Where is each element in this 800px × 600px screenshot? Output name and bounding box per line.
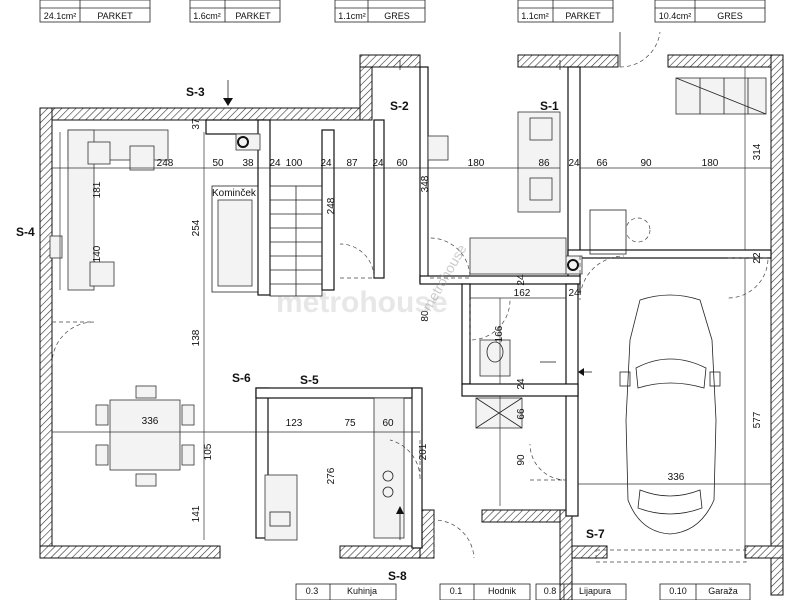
dim-label: 276 [326,467,337,484]
car-icon [619,294,721,535]
room-area: 24.1cm² [44,11,77,21]
room-table-0-4: 24.1cm² PARKET [39,0,151,23]
dim-label: 123 [286,418,303,429]
room-area: 1.1cm² [521,11,549,21]
room-floor: GRES [717,11,743,21]
dim-label: 201 [418,443,429,460]
dim-label: 86 [538,158,550,169]
dim-label: 22 [752,252,763,264]
section-s2: S-2 [390,99,409,113]
room-name: Kuhinja [347,586,377,596]
dim-label: 100 [286,158,303,169]
dim-label: 60 [396,158,408,169]
dim-label: 248 [326,197,337,214]
section-s6: S-6 [232,371,251,385]
section-markers: S-3 S-2 S-1 S-4 S-6 S-5 S-7 S-8 [16,60,605,583]
dim-label: 90 [640,158,652,169]
room-area: 1.1cm² [338,11,366,21]
dim-label: 24 [516,274,527,286]
dim-label: 87 [346,158,358,169]
dim-label: 90 [516,454,527,466]
room-table-0-9: 10.4cm² GRES [654,0,766,23]
dim-label: 314 [752,143,763,160]
room-floor: PARKET [97,11,133,21]
dim-label: 24 [516,378,527,390]
bathroom-fixtures [475,339,523,429]
top-room-tables: 24.1cm² PARKET 1.6cm² PARKET 1.1cm² GRES… [39,0,766,23]
dim-label: 336 [142,416,159,427]
room-code: 0.8 [544,586,557,596]
dim-label: 138 [191,329,202,346]
room-code: 0.1 [450,586,463,596]
staircase [269,185,323,297]
dimension-labels-horizontal: 248 50 38 24 100 24 87 24 60 180 86 24 6… [142,158,719,483]
dimension-labels-vertical: 37 181 140 254 138 105 141 248 348 80 16… [92,118,763,522]
dim-label: 60 [382,418,394,429]
dim-label: 180 [468,158,485,169]
kitchen-units [264,397,405,541]
room-area: 1.6cm² [193,11,221,21]
section-s4: S-4 [16,225,35,239]
room-code: 0.10 [669,586,687,596]
utility-furniture [589,77,767,255]
dim-label: 348 [420,175,431,192]
dim-label: 180 [702,158,719,169]
dimension-lines [52,67,771,546]
dim-label: 577 [752,411,763,428]
room-table-0-3: 0.3 Kuhinja [295,583,397,600]
room-table-0-8: 0.8 Lijapura [535,583,627,600]
dim-label: 24 [372,158,384,169]
dim-label: 24 [320,158,332,169]
dim-label: 181 [92,181,103,198]
room-area: 10.4cm² [659,11,692,21]
section-s1: S-1 [540,99,559,113]
dim-label: 38 [242,158,254,169]
dim-label: 105 [203,443,214,460]
door-swings [51,31,769,563]
dining-table [95,385,195,487]
dim-label: 24 [568,158,580,169]
dim-label: 24 [568,288,580,299]
room-table-0-2: 1.6cm² PARKET [189,0,281,23]
room-floor: PARKET [565,11,601,21]
room-floor: PARKET [235,11,271,21]
room-table-0-1: 0.1 Hodnik [439,583,531,600]
room-table-0-6: 1.1cm² GRES [334,0,426,23]
dim-label: 336 [668,472,685,483]
section-s8: S-8 [388,569,407,583]
watermark-text: metrohouse [276,286,448,319]
chimneys [235,133,583,275]
exterior-walls [39,54,784,600]
dim-label: 66 [516,408,527,420]
section-s3: S-3 [186,85,205,99]
dim-label: 66 [596,158,608,169]
bottom-room-tables: 0.3 Kuhinja 0.1 Hodnik 0.8 Lijapura 0.10… [295,583,751,600]
room-s1-furniture [427,111,567,275]
room-floor: GRES [384,11,410,21]
room-label-kominek: Kominček [212,188,257,199]
room-name: Lijapura [579,586,611,596]
dim-label: 162 [514,288,531,299]
dim-label: 24 [269,158,281,169]
fireplace: Kominček [211,185,259,293]
room-code: 0.3 [306,586,319,596]
dim-label: 80 [420,310,431,322]
dim-label: 248 [157,158,174,169]
living-sofa [49,129,169,291]
dim-label: 141 [191,505,202,522]
room-name: Hodnik [488,586,517,596]
room-table-0-7: 1.1cm² PARKET [517,0,614,23]
dim-label: 75 [344,418,356,429]
dim-label: 37 [191,118,202,130]
dim-label: 140 [92,245,103,262]
dim-label: 254 [191,219,202,236]
dim-label: 50 [212,158,224,169]
dim-label: 166 [494,325,505,342]
section-s7: S-7 [586,527,605,541]
room-name: Garaža [708,586,738,596]
section-s5: S-5 [300,373,319,387]
room-table-0-10: 0.10 Garaža [659,583,751,600]
watermark: metrohouse metrohouse [276,241,470,319]
